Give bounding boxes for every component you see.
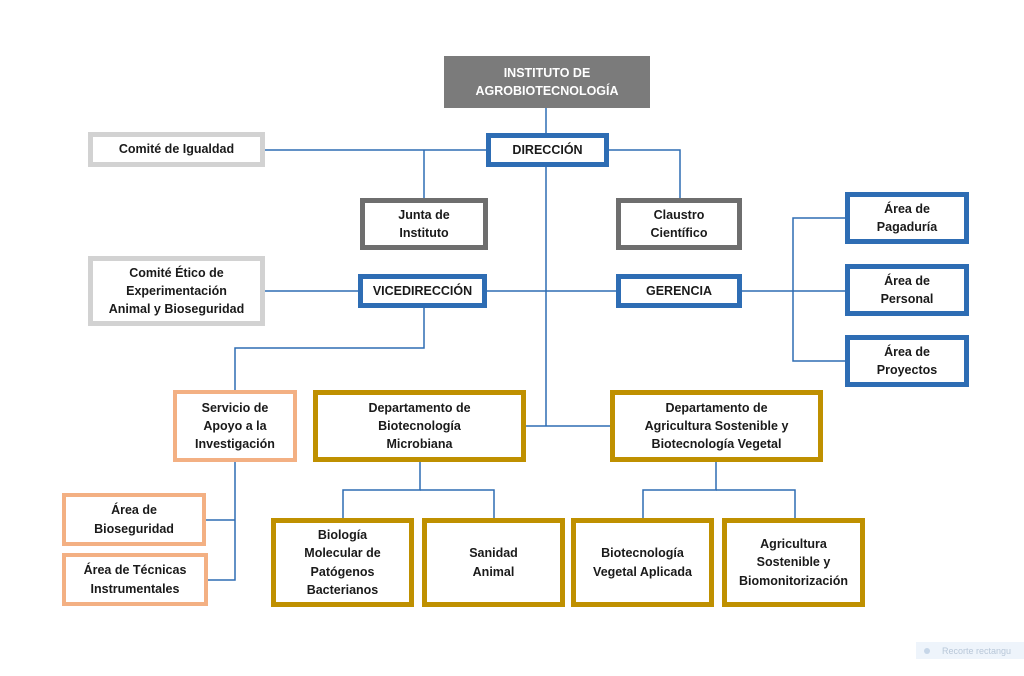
- connector: [342, 462, 421, 518]
- node-biotecnologia-vegetal: Biotecnología Vegetal Aplicada: [571, 518, 714, 607]
- node-direccion: DIRECCIÓN: [486, 133, 609, 167]
- connector: [792, 217, 845, 362]
- connector: [234, 308, 425, 390]
- node-gerencia: GERENCIA: [616, 274, 742, 308]
- node-servicio-apoyo: Servicio de Apoyo a la Investigación: [173, 390, 297, 462]
- node-area-proyectos: Área de Proyectos: [845, 335, 969, 387]
- node-area-bioseguridad: Área de Bioseguridad: [62, 493, 206, 546]
- node-area-pagaduria: Área de Pagaduría: [845, 192, 969, 244]
- node-claustro-cientifico: Claustro Científico: [616, 198, 742, 250]
- connector: [609, 149, 681, 198]
- snip-icon: [924, 647, 930, 654]
- snip-label: Recorte rectangu: [942, 645, 1012, 656]
- node-agricultura-sostenible: Agricultura Sostenible y Biomonitorizaci…: [722, 518, 865, 607]
- connector: [420, 489, 495, 518]
- connector: [208, 462, 236, 581]
- connector: [716, 489, 796, 518]
- node-area-personal: Área de Personal: [845, 264, 969, 316]
- node-sanidad-animal: Sanidad Animal: [422, 518, 565, 607]
- node-comite-etico: Comité Ético de Experimentación Animal y…: [88, 256, 265, 326]
- node-area-tecnicas: Área de Técnicas Instrumentales: [62, 553, 208, 606]
- node-comite-igualdad: Comité de Igualdad: [88, 132, 265, 167]
- node-dept-biotecnologia-microbiana: Departamento de Biotecnología Microbiana: [313, 390, 526, 462]
- connector: [642, 462, 717, 518]
- snip-toolbar-button[interactable]: Recorte rectangu: [916, 642, 1024, 659]
- node-junta-instituto: Junta de Instituto: [360, 198, 488, 250]
- node-vicedireccion: VICEDIRECCIÓN: [358, 274, 487, 308]
- node-dept-agricultura-sostenible: Departamento de Agricultura Sostenible y…: [610, 390, 823, 462]
- node-biologia-molecular: Biología Molecular de Patógenos Bacteria…: [271, 518, 414, 607]
- node-instituto: INSTITUTO DE AGROBIOTECNOLOGÍA: [444, 56, 650, 108]
